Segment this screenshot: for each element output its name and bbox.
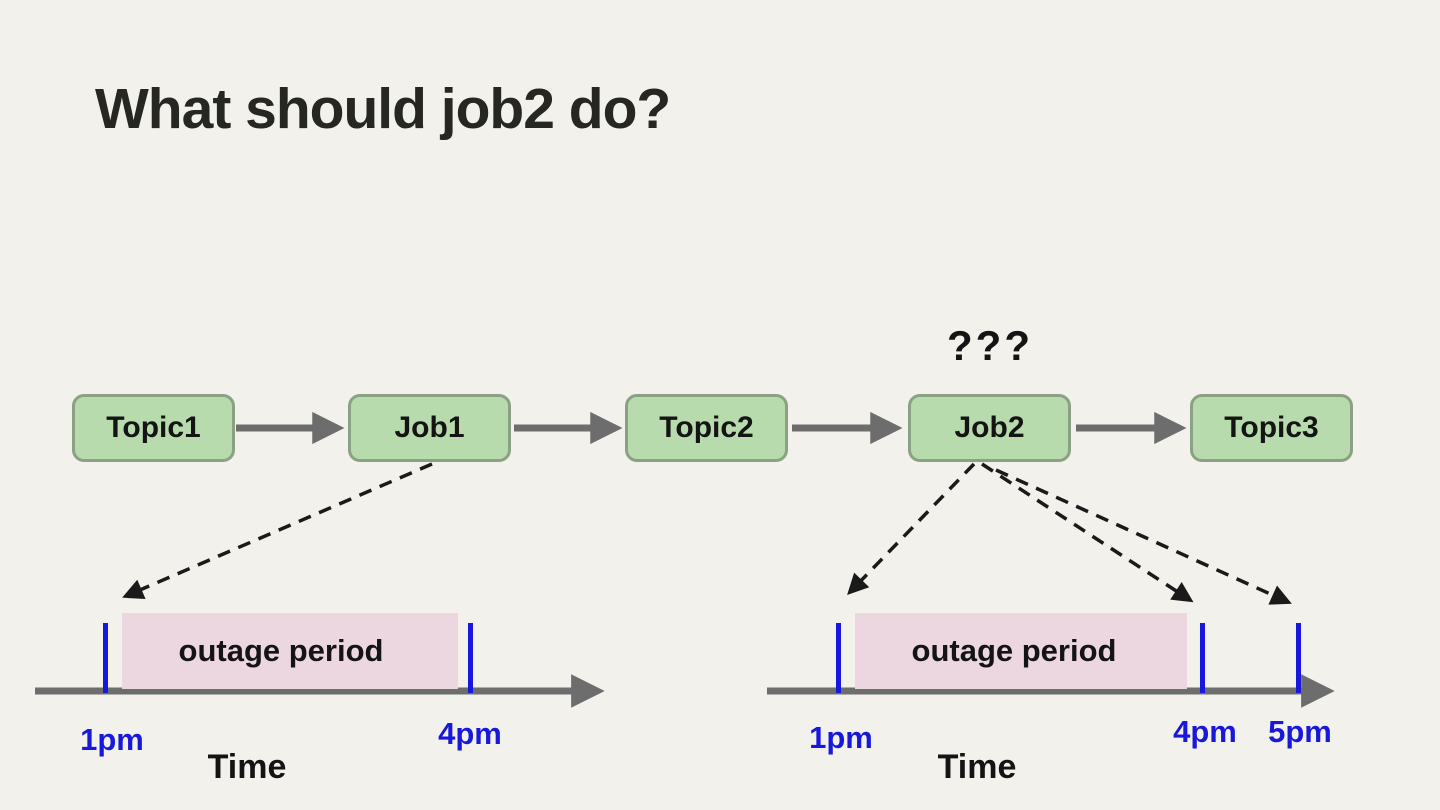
node-job1-label: Job1 <box>394 411 465 444</box>
dashed-arrow-job1-to-1pm-icon <box>122 462 433 599</box>
node-topic2-label: Topic2 <box>659 411 754 444</box>
question-marks: ??? <box>947 322 1033 369</box>
timeline1-outage-label: outage period <box>178 633 384 668</box>
dashed-arrow-job2-to-5pm-icon <box>995 468 1292 605</box>
timeline2-label-5pm: 5pm <box>1268 714 1332 749</box>
timeline1-label-1pm: 1pm <box>80 722 144 757</box>
timeline1-axis-label: Time <box>207 748 287 786</box>
slide-title: What should job2 do? <box>95 77 671 142</box>
node-topic3-label: Topic3 <box>1224 411 1319 444</box>
timeline1-label-4pm: 4pm <box>438 716 502 751</box>
node-topic2: Topic2 <box>625 394 788 462</box>
timeline1-tick-1pm <box>103 623 108 693</box>
node-job2: Job2 <box>908 394 1071 462</box>
timeline2-outage-label: outage period <box>911 633 1117 668</box>
timeline2-label-4pm: 4pm <box>1173 714 1237 749</box>
timeline1-outage-period: outage period <box>122 613 458 689</box>
node-job1: Job1 <box>348 394 511 462</box>
node-topic3: Topic3 <box>1190 394 1353 462</box>
timeline2-tick-1pm <box>836 623 841 693</box>
timeline2-tick-4pm <box>1200 623 1205 693</box>
dashed-arrow-job2-to-4pm-icon <box>981 462 1194 603</box>
node-topic1: Topic1 <box>72 394 235 462</box>
timeline2-label-1pm: 1pm <box>809 720 873 755</box>
timeline2-tick-5pm <box>1296 623 1301 693</box>
node-topic1-label: Topic1 <box>106 411 201 444</box>
node-job2-label: Job2 <box>954 411 1025 444</box>
timeline2-outage-period: outage period <box>855 613 1187 689</box>
dashed-arrow-job2-to-1pm-icon <box>847 462 976 596</box>
timeline1-tick-4pm <box>468 623 473 693</box>
timeline2-axis-label: Time <box>937 748 1017 786</box>
